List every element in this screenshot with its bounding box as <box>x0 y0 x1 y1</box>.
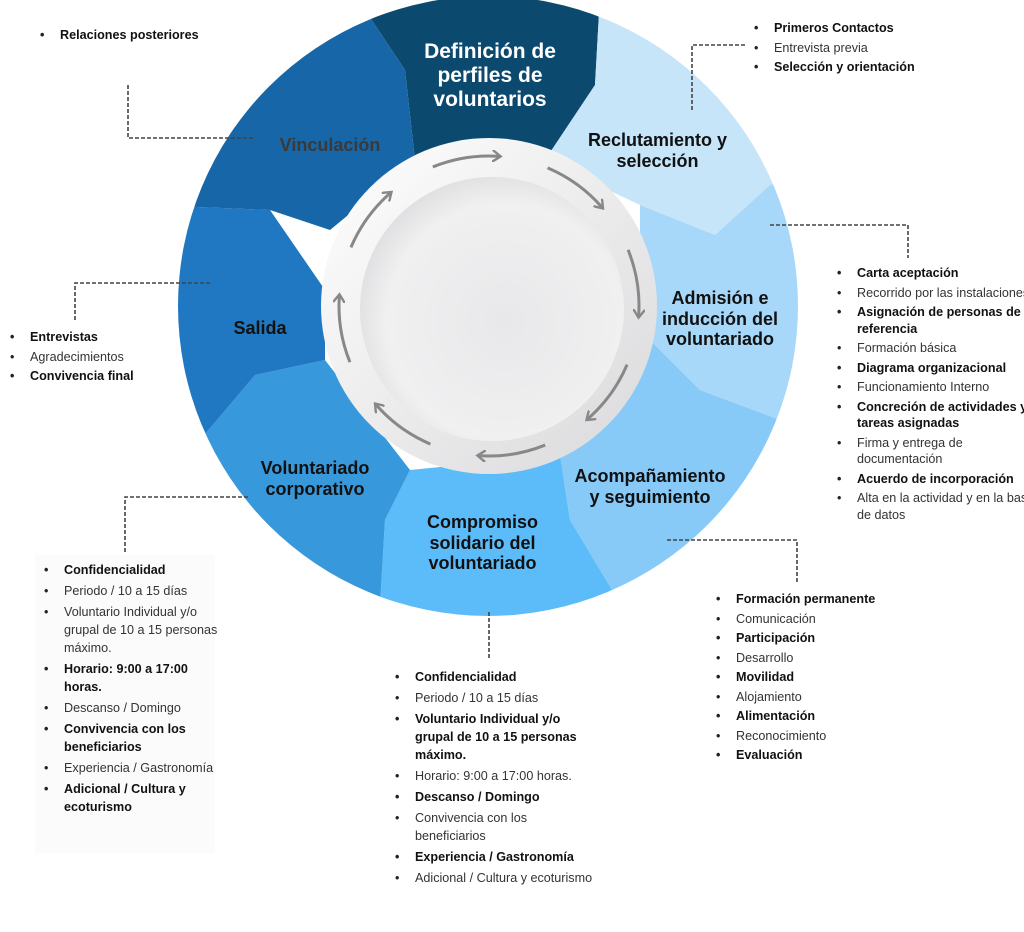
segment-label-definicion[interactable]: Definición de perfiles de voluntarios <box>424 40 556 112</box>
list-item: Recorrido por las instalaciones <box>837 285 1024 302</box>
list-item: Movilidad <box>716 669 916 686</box>
segment-label-admision[interactable]: Admisión e inducción del voluntariado <box>661 288 778 350</box>
list-item: Convivencia con los beneficiarios <box>44 720 224 756</box>
list-salida: EntrevistasAgradecimientosConvivencia fi… <box>8 329 190 388</box>
cycle-arrow-icon <box>626 249 639 317</box>
list-item: Alta en la actividad y en la base de dat… <box>837 490 1024 523</box>
list-item: Firma y entrega de documentación <box>837 435 1024 468</box>
segment-label-compromiso[interactable]: Compromiso solidario del voluntariado <box>426 512 538 574</box>
list-item: Descanso / Domingo <box>395 788 600 806</box>
list-admision: Carta aceptaciónRecorrido por las instal… <box>835 265 1024 526</box>
list-item: Confidencialidad <box>44 561 224 579</box>
list-item: Comunicación <box>716 611 916 628</box>
list-item: Alimentación <box>716 708 916 725</box>
list-item: Carta aceptación <box>837 265 1024 282</box>
list-item: Experiencia / Gastronomía <box>395 848 600 866</box>
segment-admision[interactable] <box>640 170 830 420</box>
list-item: Adicional / Cultura y ecoturismo <box>44 780 224 816</box>
segment-definicion[interactable] <box>355 0 600 160</box>
list-item: Selección y orientación <box>754 59 974 76</box>
cycle-arrow-icon <box>587 364 629 420</box>
list-corporativo: ConfidencialidadPeriodo / 10 a 15 díasVo… <box>42 561 224 819</box>
list-item: Periodo / 10 a 15 días <box>44 582 224 600</box>
list-item: Primeros Contactos <box>754 20 974 37</box>
list-vinculacion: Relaciones posteriores <box>38 27 260 47</box>
list-item: Experiencia / Gastronomía <box>44 759 224 777</box>
list-item: Participación <box>716 630 916 647</box>
cycle-arrow-icon <box>547 166 603 208</box>
list-item: Asignación de personas de referencia <box>837 304 1024 337</box>
inner-disk <box>360 177 624 441</box>
list-item: Convivencia final <box>10 368 190 385</box>
connector-reclutamiento <box>691 44 745 110</box>
connector-corporativo <box>124 496 248 552</box>
list-item: Confidencialidad <box>395 668 600 686</box>
list-item: Voluntario Individual y/o grupal de 10 a… <box>395 710 600 764</box>
list-item: Descanso / Domingo <box>44 699 224 717</box>
connector-admision <box>770 224 909 258</box>
list-item: Voluntario Individual y/o grupal de 10 a… <box>44 603 224 657</box>
cycle-arrow-icon <box>479 443 546 456</box>
segment-label-reclutamiento[interactable]: Reclutamiento y selección <box>587 130 728 171</box>
list-item: Alojamiento <box>716 689 916 706</box>
list-compromiso: ConfidencialidadPeriodo / 10 a 15 díasVo… <box>393 668 600 890</box>
segment-label-acompanamiento[interactable]: Acompañamiento y seguimiento <box>574 466 726 507</box>
list-item: Formación permanente <box>716 591 916 608</box>
cycle-arrow-icon <box>376 404 431 446</box>
list-item: Concreción de actividades y tareas asign… <box>837 399 1024 432</box>
list-item: Convivencia con los beneficiarios <box>395 809 600 845</box>
segment-compromiso[interactable] <box>380 455 615 700</box>
cycle-arrow-icon <box>339 296 352 363</box>
list-item: Adicional / Cultura y ecoturismo <box>395 869 600 887</box>
list-item: Horario: 9:00 a 17:00 horas. <box>395 767 600 785</box>
list-item: Acuerdo de incorporación <box>837 471 1024 488</box>
list-item: Reconocimiento <box>716 728 916 745</box>
list-acompanamiento: Formación permanenteComunicaciónParticip… <box>714 591 916 767</box>
list-item: Entrevistas <box>10 329 190 346</box>
segment-label-salida[interactable]: Salida <box>233 318 287 338</box>
list-item: Agradecimientos <box>10 349 190 366</box>
list-item: Diagrama organizacional <box>837 360 1024 377</box>
list-item: Entrevista previa <box>754 40 974 57</box>
segment-label-vinculacion[interactable]: Vinculación <box>279 135 381 155</box>
segment-label-corporativo[interactable]: Voluntariado corporativo <box>260 458 370 499</box>
list-item: Periodo / 10 a 15 días <box>395 689 600 707</box>
list-item: Relaciones posteriores <box>40 27 260 44</box>
connectors <box>74 44 909 660</box>
cycle-arrow-icon <box>432 156 500 169</box>
segment-salida[interactable] <box>150 205 325 440</box>
cycle-arrow-icon <box>349 193 391 248</box>
connector-acompanamiento <box>667 539 798 582</box>
list-item: Funcionamiento Interno <box>837 379 1024 396</box>
list-reclutamiento: Primeros ContactosEntrevista previaSelec… <box>752 20 974 79</box>
connector-salida <box>74 282 210 320</box>
list-item: Horario: 9:00 a 17:00 horas. <box>44 660 224 696</box>
list-item: Desarrollo <box>716 650 916 667</box>
list-item: Evaluación <box>716 747 916 764</box>
list-item: Formación básica <box>837 340 1024 357</box>
